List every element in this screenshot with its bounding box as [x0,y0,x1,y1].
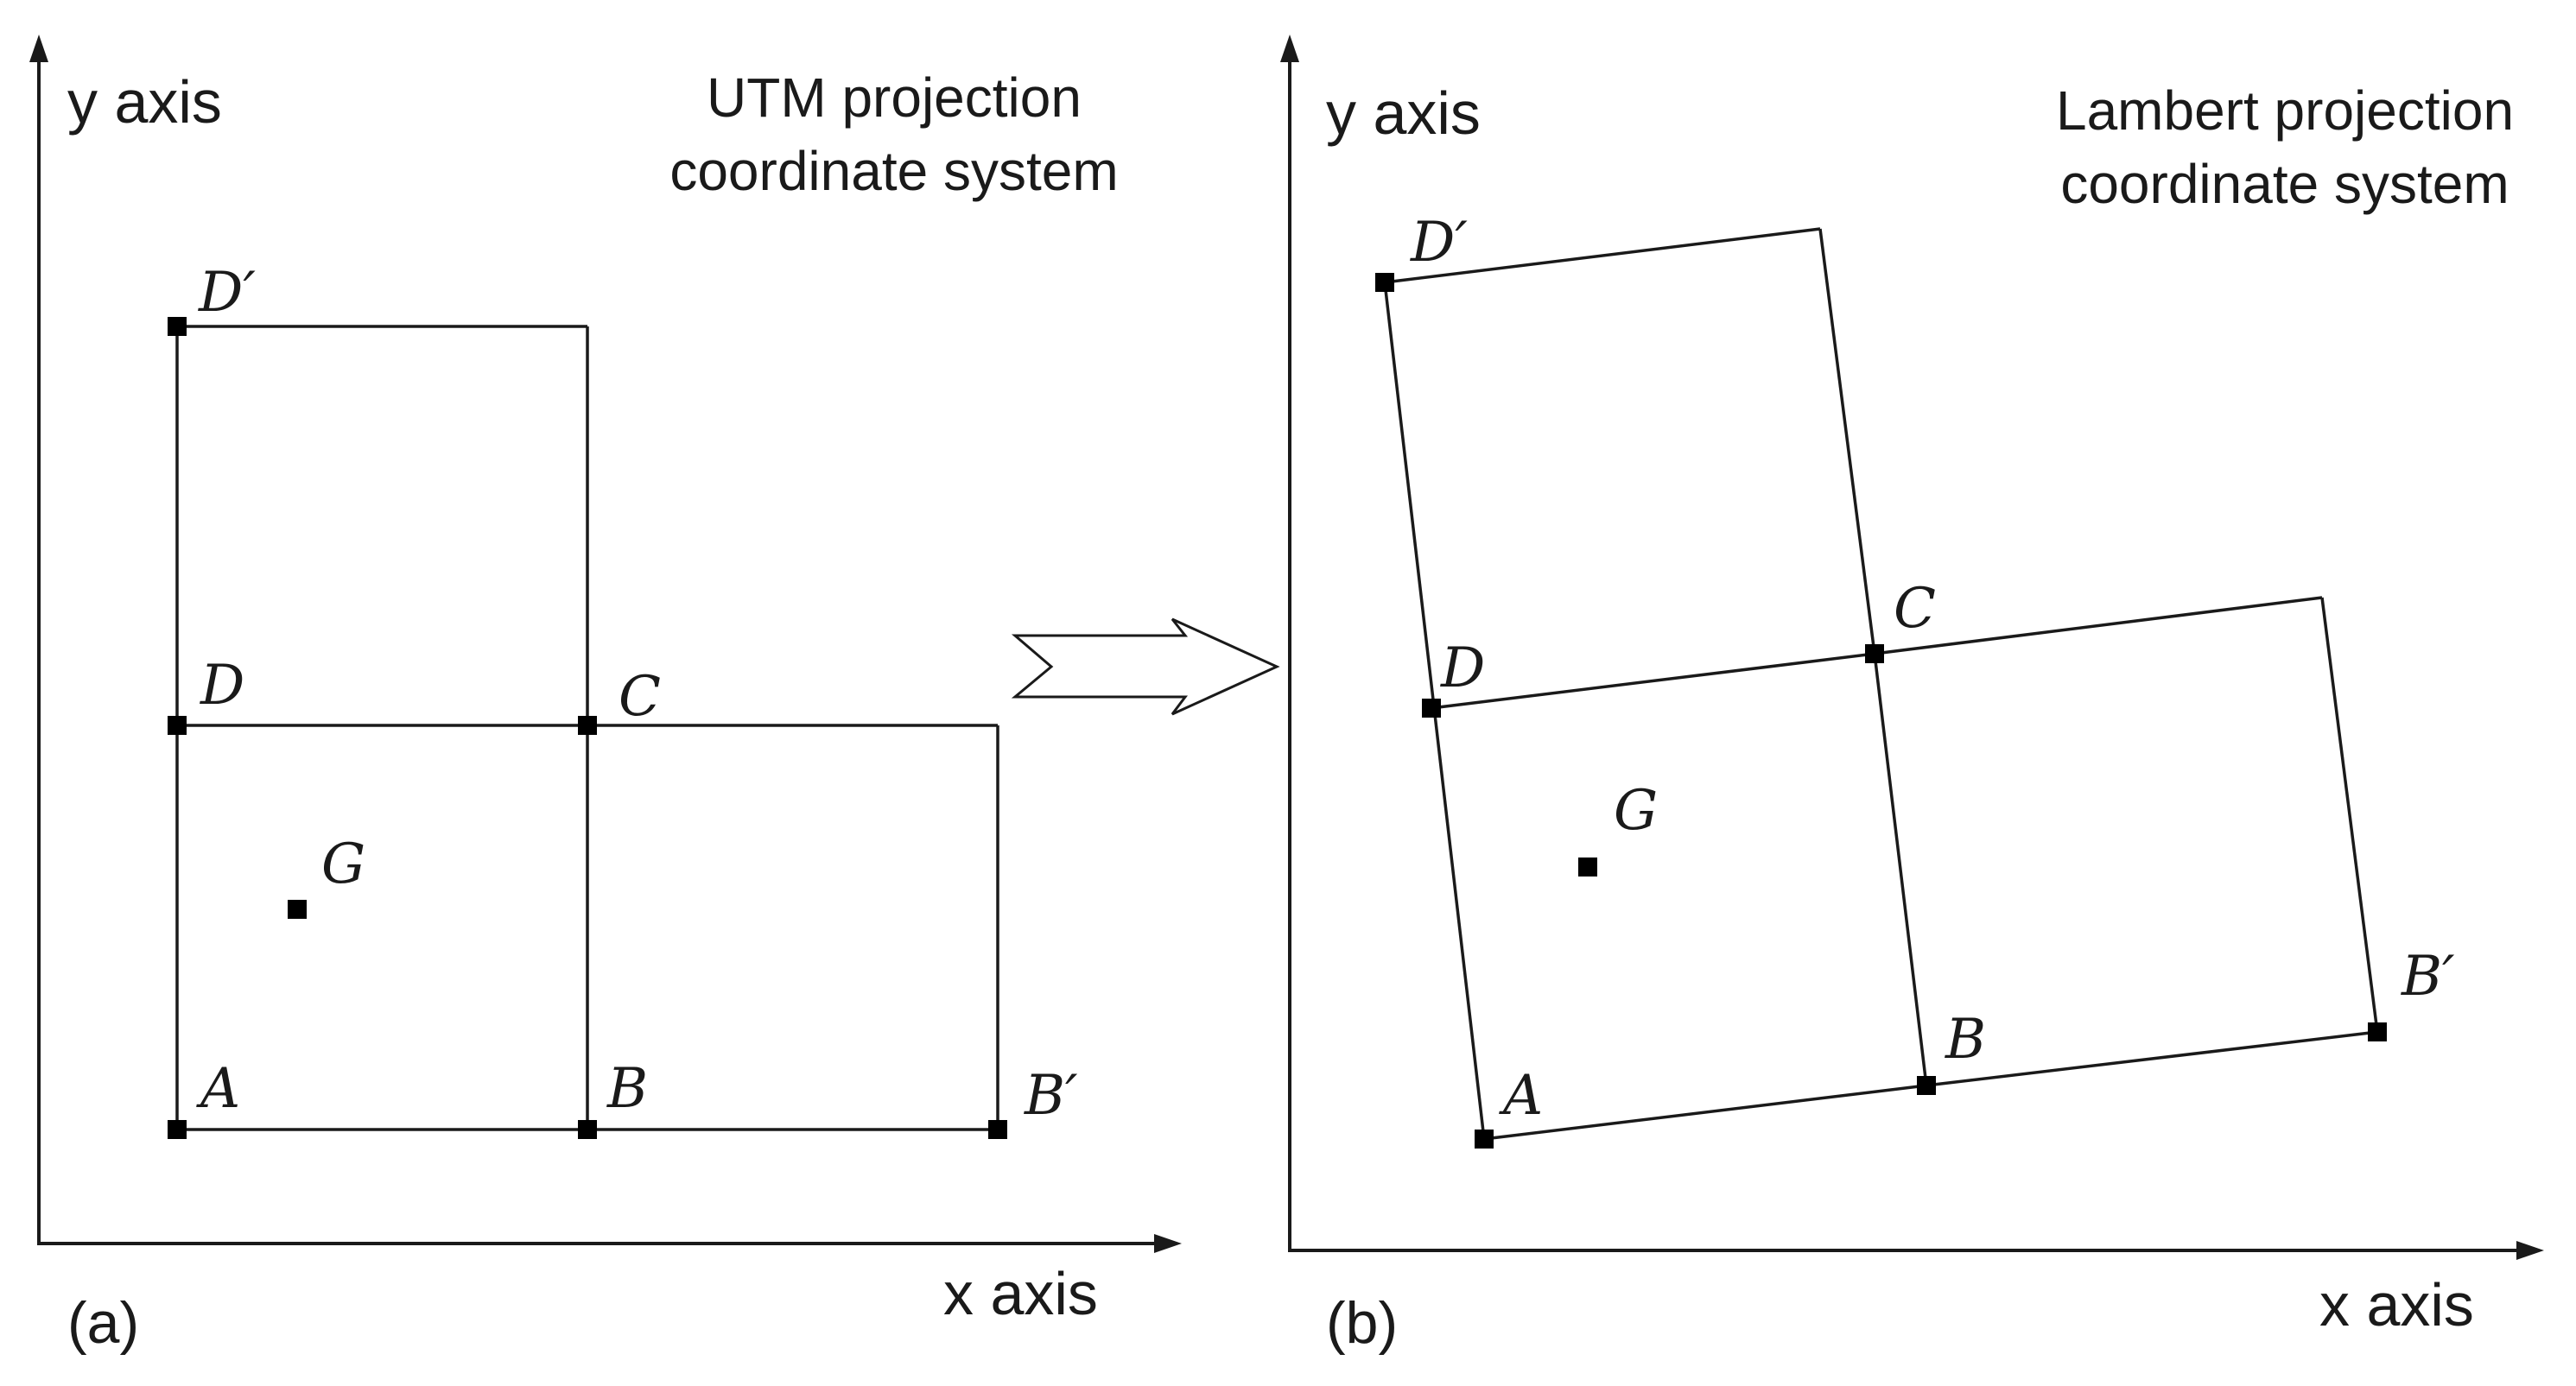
panel-a-x-axis-arrowhead [1154,1234,1182,1253]
panel-a-point-b-marker [578,1120,597,1139]
panel-b-point-bprime-marker [2368,1022,2387,1041]
panel-b-title-line1: Lambert projection [2056,79,2514,142]
panel-b-label: (b) [1326,1290,1398,1356]
panel-b-point-c-label: C [1894,577,1936,641]
panel-b-edge-dprime-top [1384,227,1821,284]
panel-a-point-c-marker [578,716,597,735]
panel-a-x-axis-label: x axis [943,1260,1098,1327]
panel-a-point-bprime-marker [988,1120,1007,1139]
panel-b-edge-c-right [1874,596,2323,655]
panel-a-point-a-marker [168,1120,187,1139]
panel-a-point-g-marker [288,900,307,919]
panel-a-title-line2: coordinate system [669,140,1118,202]
panel-b-point-a-label: A [1499,1064,1543,1128]
panel-b-y-axis-label: y axis [1326,79,1481,147]
panel-a-utm: A B B′ C D D′ G y axis x axis UTM projec… [29,35,1182,1356]
panel-b-point-b-marker [1917,1076,1936,1095]
panel-b-title-line2: coordinate system [2060,153,2509,215]
panel-b-lambert: A B B′ C D D′ G y axis x axis Lambert pr… [1280,35,2544,1356]
panel-b-edge-c-up [1818,228,1876,655]
panel-a-label: (a) [67,1290,139,1356]
panel-b-y-axis-arrowhead [1280,35,1299,62]
panel-b-edge-a-b [1483,1084,1927,1141]
transformation-arrow [1011,617,1280,716]
panel-a-point-b-label: B [606,1057,648,1121]
panel-a-point-c-label: C [619,665,661,729]
panel-b-point-d-label: D [1440,636,1485,700]
panel-b-point-bprime-label: B′ [2401,945,2455,1009]
panel-b-edge-bprime-up [2320,597,2379,1033]
panel-b-point-a-marker [1475,1130,1494,1149]
panel-a-point-a-label: A [196,1057,240,1121]
panel-b-point-g-marker [1578,858,1597,877]
panel-b-edge-b-bprime [1926,1030,2378,1087]
panel-b-point-g-label: G [1614,779,1658,843]
panel-a-point-d-label: D [200,654,244,718]
panel-a-point-dprime-label: D′ [198,261,256,325]
panel-a-point-bprime-label: B′ [1024,1064,1078,1128]
panel-b-point-dprime-marker [1375,273,1394,292]
panel-a-point-d-marker [168,716,187,735]
panel-a-point-dprime-marker [168,317,187,336]
panel-a-y-axis-arrowhead [29,35,48,62]
panel-b-edge-b-c [1873,653,1928,1086]
panel-b-x-axis-label: x axis [2319,1271,2474,1339]
panel-b-point-dprime-label: D′ [1410,211,1468,275]
panel-b-point-c-marker [1865,644,1884,663]
panel-b-edge-d-c [1431,652,1875,710]
panel-b-point-b-label: B [1945,1008,1986,1072]
panel-a-title-line1: UTM projection [707,66,1082,129]
panel-b-x-axis-arrowhead [2516,1241,2544,1260]
panel-a-y-axis-label: y axis [67,68,222,136]
panel-b-point-d-marker [1422,699,1441,718]
panel-a-point-g-label: G [321,832,365,896]
